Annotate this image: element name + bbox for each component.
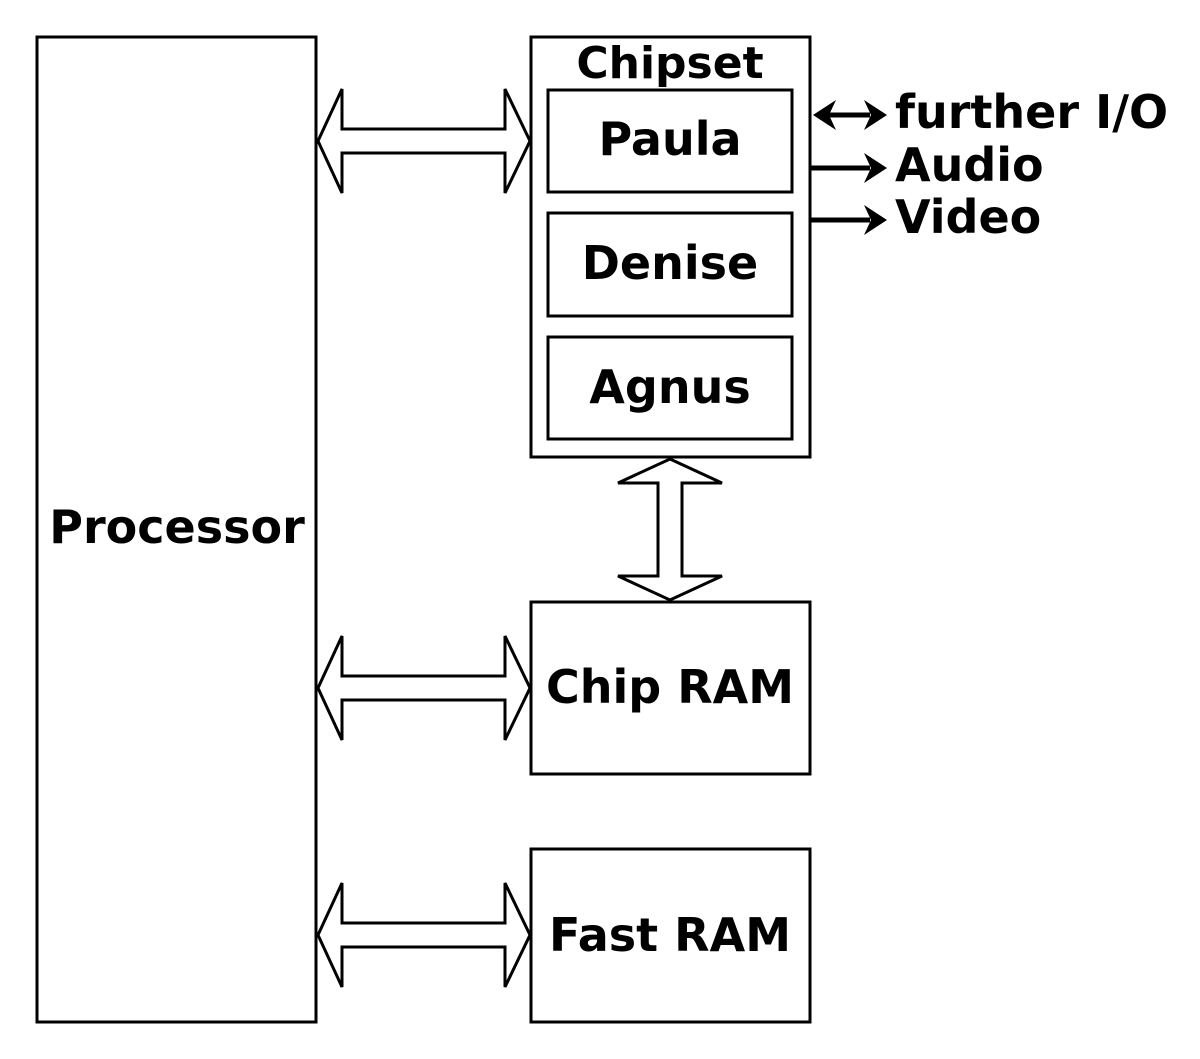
- agnus-box: [546, 335, 794, 441]
- chip-ram-box: [529, 600, 812, 776]
- chip-ram-block: Chip RAM: [529, 600, 812, 776]
- further-io-right-arrowhead: [864, 100, 887, 130]
- agnus-label: Agnus: [589, 360, 750, 414]
- chip-ram-label: Chip RAM: [546, 660, 794, 714]
- video-signal: Video: [811, 190, 1041, 244]
- processor-chip-ram-bus-arrow: [316, 635, 532, 741]
- chipset-chip-ram-bus-arrow: [617, 457, 723, 602]
- paula-label: Paula: [598, 112, 741, 166]
- fast-ram-label: Fast RAM: [549, 908, 791, 962]
- further-io-left-arrowhead: [813, 100, 836, 130]
- fast-ram-box: [529, 847, 812, 1024]
- paula-box: [546, 88, 794, 194]
- denise-chip: Denise: [546, 211, 794, 318]
- denise-label: Denise: [582, 236, 758, 290]
- paula-chip: Paula: [546, 88, 794, 194]
- processor-label: Processor: [49, 500, 305, 554]
- further-io-label: further I/O: [895, 85, 1168, 139]
- processor-box: [35, 35, 318, 1024]
- fast-ram-block: Fast RAM: [529, 847, 812, 1024]
- agnus-chip: Agnus: [546, 335, 794, 441]
- chipset-block: Chipset Paula Denise Agnus: [529, 35, 812, 459]
- processor-fast-ram-bus-arrow: [316, 882, 532, 988]
- audio-arrowhead: [864, 153, 887, 183]
- denise-box: [546, 211, 794, 318]
- processor-chipset-bus-arrow: [316, 88, 532, 194]
- chipset-label: Chipset: [576, 38, 763, 89]
- video-label: Video: [895, 190, 1041, 244]
- processor-block: Processor: [35, 35, 318, 1024]
- video-arrowhead: [864, 205, 887, 235]
- audio-signal: Audio: [811, 138, 1044, 192]
- further-io-signal: further I/O: [813, 85, 1168, 139]
- audio-label: Audio: [895, 138, 1044, 192]
